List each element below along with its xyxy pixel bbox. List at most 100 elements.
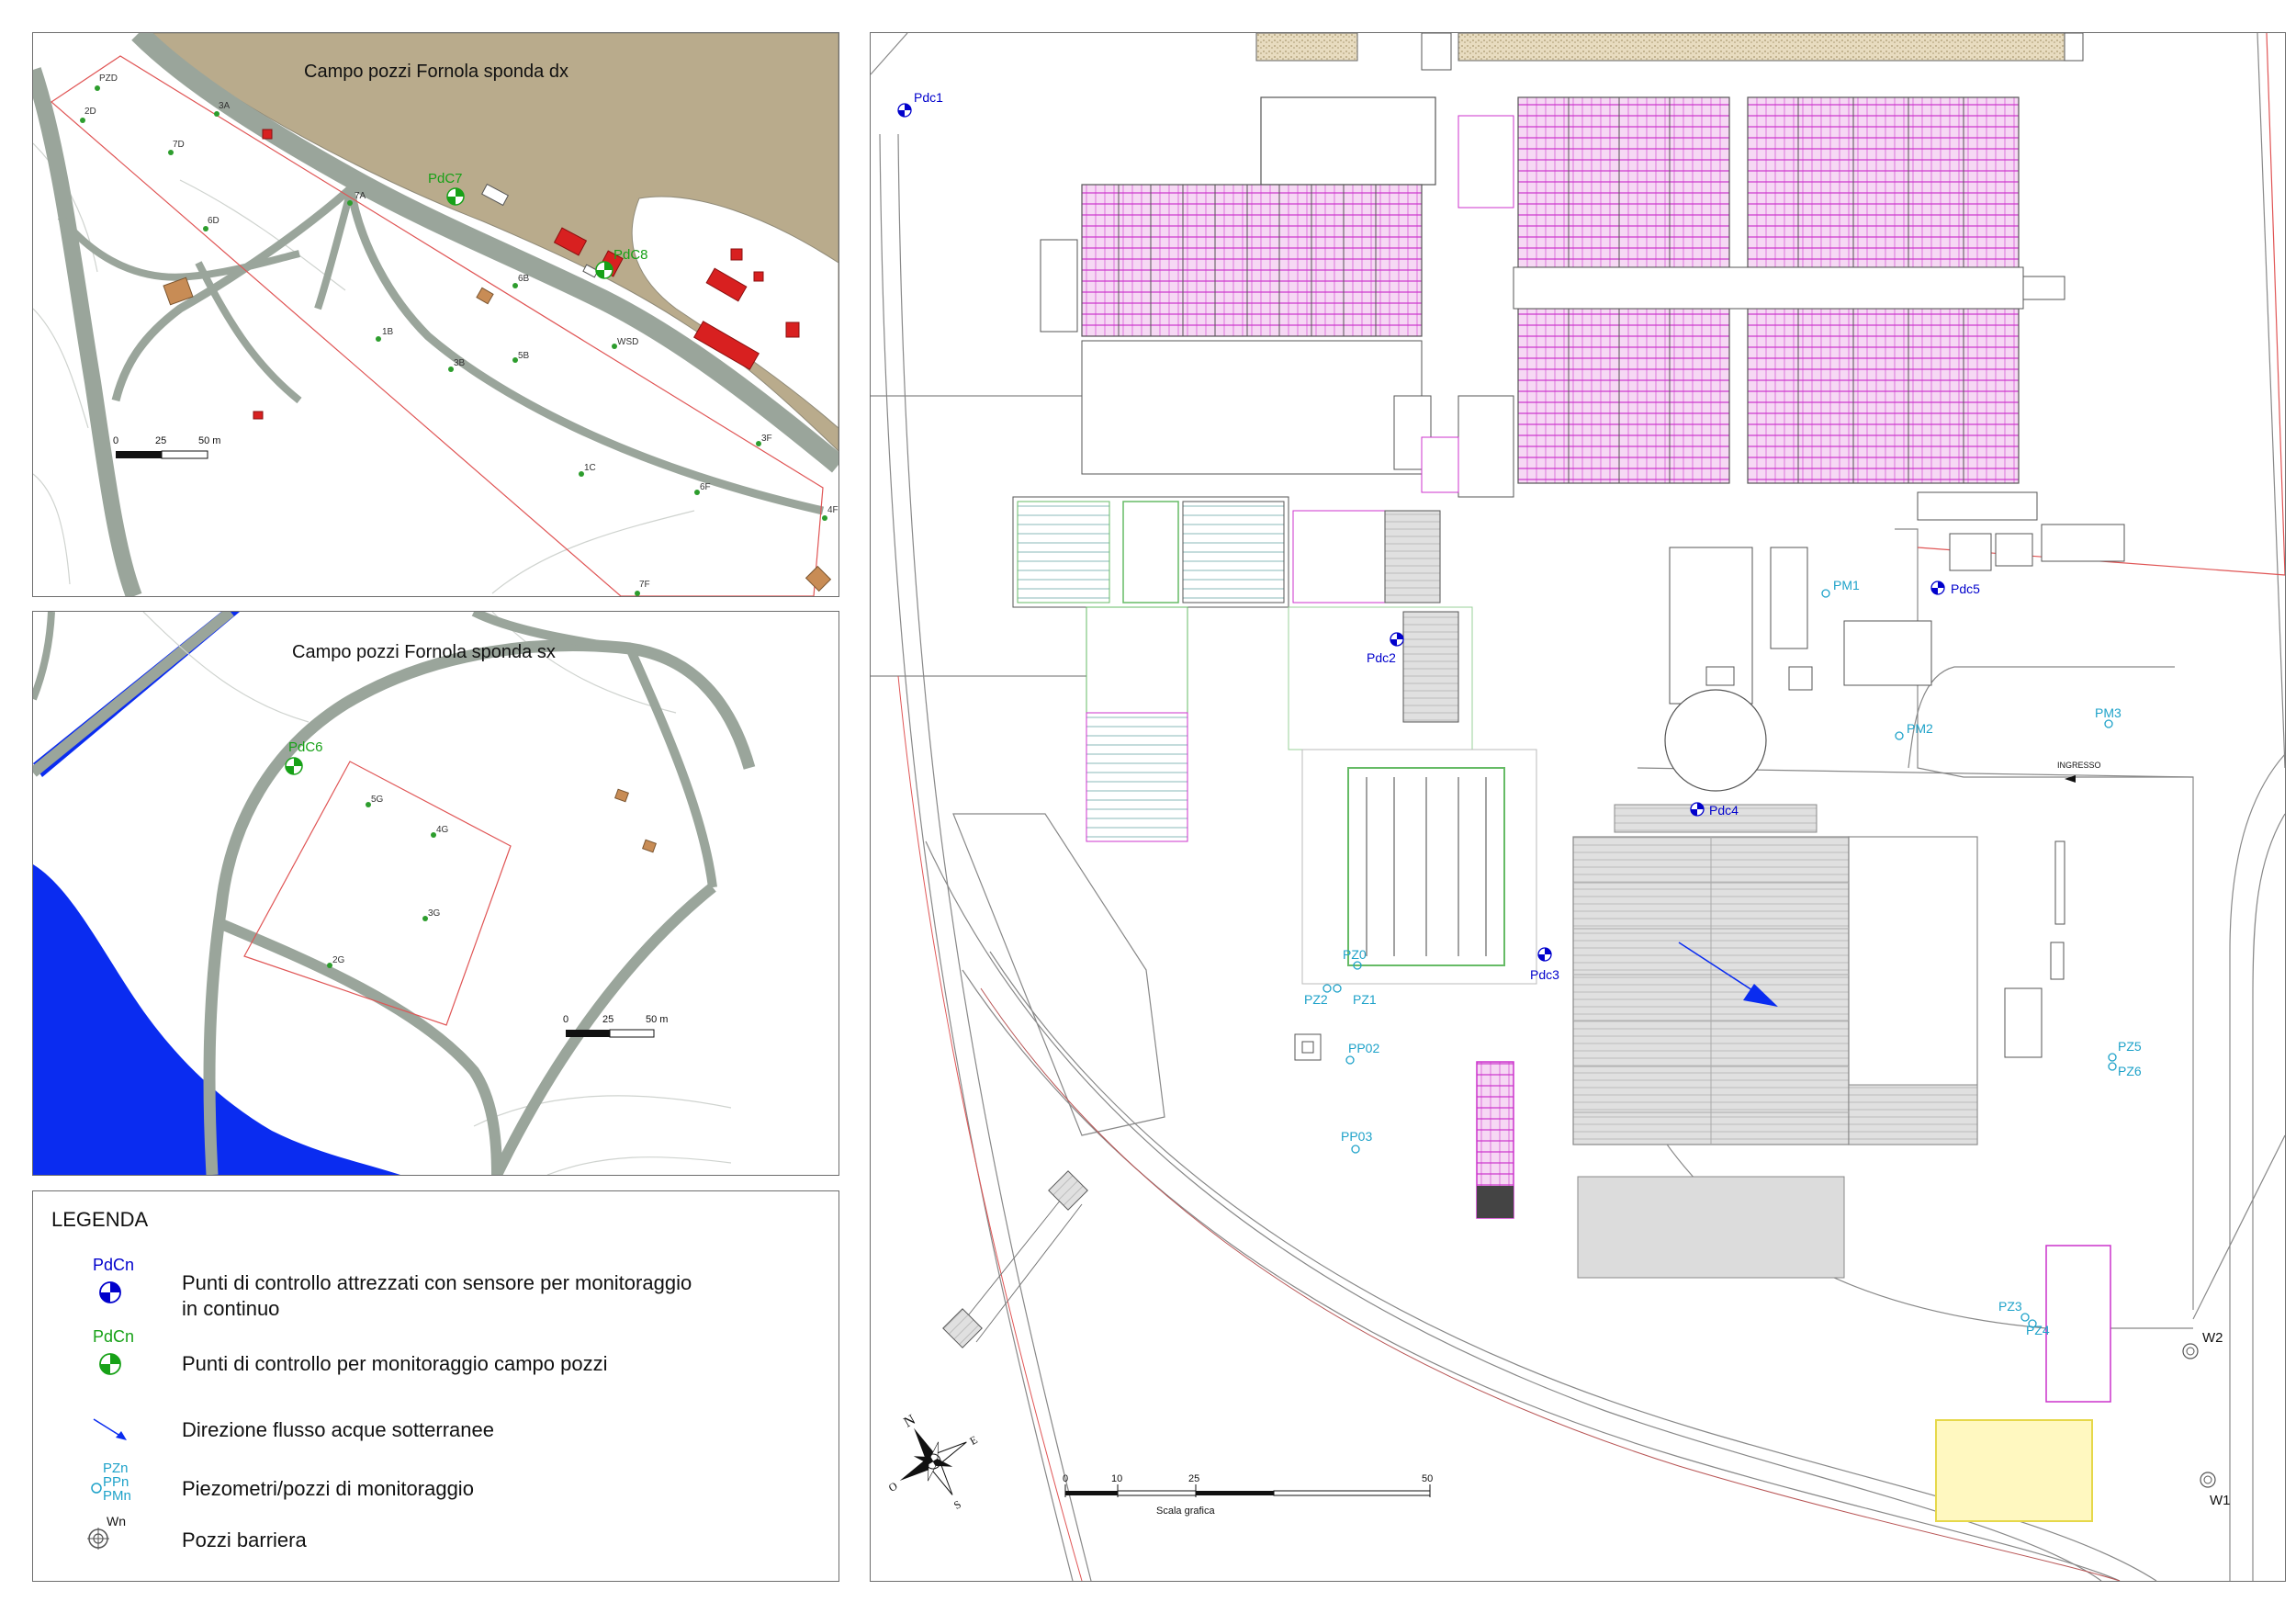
legend-item-pdc-continuous: PdCn Punti di controllo attrezzati con s… [33, 1258, 838, 1320]
svg-text:PM1: PM1 [1833, 578, 1860, 592]
svg-text:PMn: PMn [103, 1488, 131, 1504]
svg-text:WSD: WSD [617, 337, 638, 347]
svg-text:50: 50 [1422, 1473, 1433, 1484]
barrier-wells[interactable]: W2 W1 [2182, 1330, 2231, 1508]
main-road [131, 33, 838, 473]
svg-text:6F: 6F [700, 482, 711, 492]
svg-text:50 m: 50 m [646, 1014, 668, 1025]
svg-text:W1: W1 [2210, 1493, 2231, 1508]
pp-PP02: PP02 [1345, 1041, 1379, 1065]
river-water [33, 864, 400, 1175]
pz-PZ5: PZ5 [2108, 1039, 2142, 1062]
well-4G: 4G [431, 825, 449, 838]
pz-PZ6: PZ6 [2108, 1062, 2142, 1078]
magenta-tanks-north [1421, 96, 2065, 498]
control-point-PdC6[interactable]: PdC6 [285, 739, 323, 775]
barrier-well-icon: Wn [87, 1514, 126, 1550]
scale-bar: 0 25 50 m [113, 435, 220, 459]
control-point-PdC8[interactable]: PdC8 [595, 247, 648, 279]
control-point-PdC7[interactable]: PdC7 [428, 171, 465, 206]
svg-text:PZ4: PZ4 [2026, 1323, 2050, 1337]
barrier-well-W2: W2 [2182, 1330, 2223, 1359]
svg-text:7A: 7A [355, 191, 366, 201]
well-2D: 2D [80, 107, 96, 123]
well-5G: 5G [366, 795, 384, 807]
pz-PZ3: PZ3 [1998, 1299, 2030, 1322]
pdc-point-Pdc2: Pdc2 [1367, 632, 1404, 665]
well-5B: 5B [512, 351, 530, 363]
svg-text:PZ0: PZ0 [1343, 947, 1367, 962]
well-markers: 5G 4G 3G 2G [327, 795, 449, 968]
legend-item-text: Pozzi barriera [182, 1528, 307, 1551]
svg-text:3F: 3F [761, 434, 772, 444]
svg-text:PM3: PM3 [2095, 705, 2122, 720]
svg-text:E: E [967, 1433, 979, 1448]
svg-text:PP02: PP02 [1348, 1041, 1379, 1055]
svg-text:2G: 2G [332, 955, 345, 965]
svg-text:3B: 3B [454, 358, 466, 368]
ingresso-label: INGRESSO [2057, 761, 2101, 770]
pdc-point-Pdc1: Pdc1 [897, 90, 943, 118]
pdc-point-Pdc3: Pdc3 [1530, 947, 1559, 982]
treatment-plant-west [1012, 96, 1473, 842]
legend-item-text: Punti di controllo per monitoraggio camp… [182, 1352, 608, 1375]
well-4F: 4F [822, 505, 838, 521]
svg-text:0: 0 [113, 435, 118, 446]
svg-text:6D: 6D [208, 216, 219, 226]
compass-rose: N E S O [886, 1412, 980, 1512]
site-plan-panel: Pdc1 Pdc2 Pdc3 Pdc4 Pdc5 [870, 32, 2286, 1582]
yellow-parking [1935, 1419, 2093, 1522]
access-road [203, 639, 756, 1175]
svg-text:PZ6: PZ6 [2118, 1064, 2142, 1078]
well-3A: 3A [214, 101, 231, 117]
svg-text:PZ5: PZ5 [2118, 1039, 2142, 1054]
svg-text:6B: 6B [518, 274, 530, 284]
well-1C: 1C [579, 463, 596, 477]
piezometers[interactable]: PM1 PM2 PM3 PZ1 PZ2 PZ3 PZ4 PZ5 PZ6 PZ0 … [1304, 578, 2142, 1337]
svg-text:7D: 7D [173, 140, 185, 150]
svg-text:PPn: PPn [103, 1474, 129, 1490]
svg-text:4G: 4G [436, 825, 449, 835]
svg-text:7F: 7F [639, 580, 650, 590]
panel-title: Campo pozzi Fornola sponda sx [292, 642, 556, 662]
svg-text:PZ3: PZ3 [1998, 1299, 2022, 1314]
legend-item-piezometers: PZn PPn PMn Piezometri/pozzi di monitora… [33, 1461, 838, 1517]
well-3B: 3B [448, 358, 466, 372]
svg-text:PP03: PP03 [1341, 1129, 1372, 1144]
svg-text:Pdc1: Pdc1 [914, 90, 943, 105]
legend-item-text: Direzione flusso acque sotterranee [182, 1418, 494, 1441]
barrier-well-W1: W1 [2200, 1472, 2231, 1508]
pdc-point-Pdc4: Pdc4 [1690, 802, 1739, 818]
well-field-boundary [51, 55, 824, 596]
map-panel-sponda-sx: Campo pozzi Fornola sponda sx 5G 4G 3G 2… [32, 611, 839, 1176]
svg-text:Pdc2: Pdc2 [1367, 650, 1396, 665]
well-7A: 7A [347, 191, 366, 206]
well-3F: 3F [756, 434, 772, 446]
well-WSD: WSD [612, 337, 638, 349]
svg-text:Wn: Wn [107, 1514, 126, 1528]
well-markers: PZD 2D 3A 7D 7A 6D 6B 1B 3B 5B WSD 3F 1C… [80, 73, 838, 596]
well-6F: 6F [694, 482, 711, 495]
svg-text:1B: 1B [382, 327, 394, 337]
svg-text:25: 25 [1188, 1473, 1199, 1484]
graphic-scale: 0 10 25 50 Scala grafica [1063, 1473, 1433, 1517]
svg-text:PZ2: PZ2 [1304, 992, 1328, 1007]
legend-item-pdc-wellfield: PdCn Punti di controllo per monitoraggio… [33, 1329, 838, 1384]
svg-text:3G: 3G [428, 908, 441, 919]
pz-PZ1: PZ1 [1333, 984, 1377, 1007]
pdc-green-icon: PdCn [93, 1329, 134, 1375]
svg-text:0: 0 [1063, 1473, 1068, 1484]
svg-text:PZ1: PZ1 [1353, 992, 1377, 1007]
groundwater-flow-arrow [1678, 942, 1778, 1007]
pdc-points[interactable]: Pdc1 Pdc2 Pdc3 Pdc4 Pdc5 [897, 90, 1980, 982]
legend-title: LEGENDA [51, 1208, 149, 1231]
main-building [1572, 804, 1978, 1279]
svg-text:25: 25 [602, 1014, 613, 1025]
legend-item-text: Punti di controllo attrezzati con sensor… [182, 1271, 692, 1320]
pdc-point-Pdc5: Pdc5 [1930, 581, 1980, 596]
legend-item-barrier-wells: Wn Pozzi barriera [33, 1513, 838, 1568]
map-panel-sponda-dx: Campo pozzi Fornola sponda dx PZD 2D 3A … [32, 32, 839, 597]
svg-text:10: 10 [1111, 1473, 1122, 1484]
panel-title: Campo pozzi Fornola sponda dx [304, 62, 568, 82]
svg-text:PdCn: PdCn [93, 1258, 134, 1274]
